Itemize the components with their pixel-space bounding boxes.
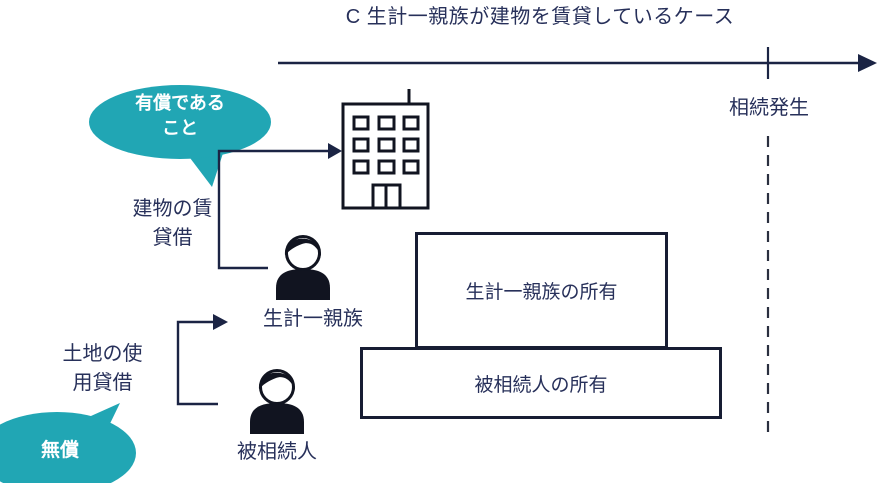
ownership-box-building-text: 生計一親族の所有 [465,282,618,303]
building-lease-label: 建物の賃 貸借 [100,195,245,253]
paid-bubble-text: 有償である こと [100,91,260,141]
building-lease-arrow [217,143,342,270]
decedent-label: 被相続人 [237,441,317,463]
building-lease-arrowhead-icon [328,143,342,159]
land-loan-arrow [176,314,228,406]
ownership-box-building: 生計一親族の所有 [415,232,668,349]
land-loan-line1: 土地の使 [62,343,143,365]
timeline-arrow [278,47,877,79]
ownership-box-land: 被相続人の所有 [360,347,722,419]
paid-bubble-line1: 有償である [135,93,225,113]
relative-person-icon [276,235,330,300]
paid-bubble-line2: こと [162,117,198,138]
ownership-box-land-text: 被相続人の所有 [474,374,608,396]
free-speech-bubble [0,403,136,483]
building-icon [341,89,430,210]
free-bubble-text: 無償 [40,440,79,461]
page-title: C 生計一親族が建物を賃貸しているケース [345,6,735,28]
relative-label: 生計一親族 [263,308,363,330]
land-loan-label: 土地の使 用貸借 [30,340,175,398]
land-loan-line2: 用貸借 [72,372,133,394]
paid-speech-bubble [89,85,271,187]
building-lease-line2: 貸借 [152,227,193,249]
building-lease-line1: 建物の賃 [132,198,213,220]
decedent-person-icon [250,369,304,434]
timeline-arrowhead-icon [858,54,877,72]
land-loan-arrowhead-icon [213,314,228,330]
inheritance-event-label: 相続発生 [729,97,809,119]
